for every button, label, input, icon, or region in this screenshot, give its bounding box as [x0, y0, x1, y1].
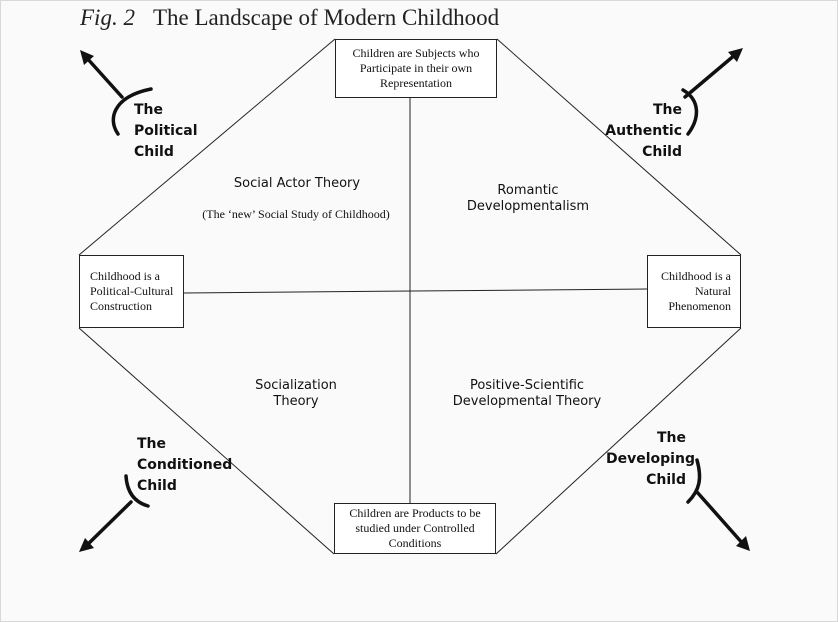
authentic-child-label: The Authentic Child [605, 102, 682, 160]
developing-child-bracket [686, 458, 702, 504]
positive-scientific-theory-label: Positive-Scientific Developmental Theory [452, 378, 602, 409]
developing-child-label: The Developing Child [606, 430, 695, 488]
figure-label: Fig. 2 [80, 5, 135, 30]
pole-products-box: Children are Products to be studied unde… [334, 503, 496, 554]
conditioned-child-arrowhead [79, 538, 94, 552]
conditioned-child-label: The Conditioned Child [137, 436, 233, 494]
romantic-developmentalism-label: Romantic Developmentalism [466, 183, 590, 214]
octagon-edge-top-left [78, 38, 336, 256]
conditioned-child-bracket [124, 474, 150, 508]
pole-subjects-text: Children are Subjects who Participate in… [352, 46, 480, 90]
pole-natural-text: Childhood is a Natural Phenomenon [660, 269, 731, 313]
developing-child-arrowhead [736, 536, 750, 551]
political-child-arrow-shaft [84, 55, 124, 99]
authentic-child-bracket [681, 88, 699, 136]
political-child-arrowhead [80, 50, 94, 65]
figure-title: Fig. 2 The Landscape of Modern Childhood [80, 5, 499, 31]
social-actor-theory-label: Social Actor Theory [233, 176, 361, 191]
pole-construction-text: Childhood is a Political-Cultural Constr… [90, 269, 174, 313]
pole-subjects-box: Children are Subjects who Participate in… [335, 39, 497, 98]
political-child-bracket [111, 87, 153, 136]
octagon-edge-top-right [496, 38, 742, 256]
authentic-child-arrow-shaft [683, 52, 738, 99]
political-child-label: The Political Child [134, 102, 198, 160]
conditioned-child-arrow-shaft [84, 500, 133, 548]
authentic-child-arrowhead [728, 48, 743, 62]
pole-construction-box: Childhood is a Political-Cultural Constr… [79, 255, 184, 328]
octagon-edge-bottom-left [78, 327, 335, 555]
figure-title-text: The Landscape of Modern Childhood [152, 5, 500, 30]
developing-child-arrow-shaft [695, 490, 746, 547]
socialization-theory-label: Socialization Theory [255, 378, 337, 409]
pole-natural-box: Childhood is a Natural Phenomenon [647, 255, 741, 328]
horizontal-axis [183, 288, 648, 294]
octagon-edge-bottom-right [495, 327, 742, 555]
pole-products-text: Children are Products to be studied unde… [349, 506, 481, 550]
new-social-study-label: (The ‘new’ Social Study of Childhood) [202, 207, 390, 221]
